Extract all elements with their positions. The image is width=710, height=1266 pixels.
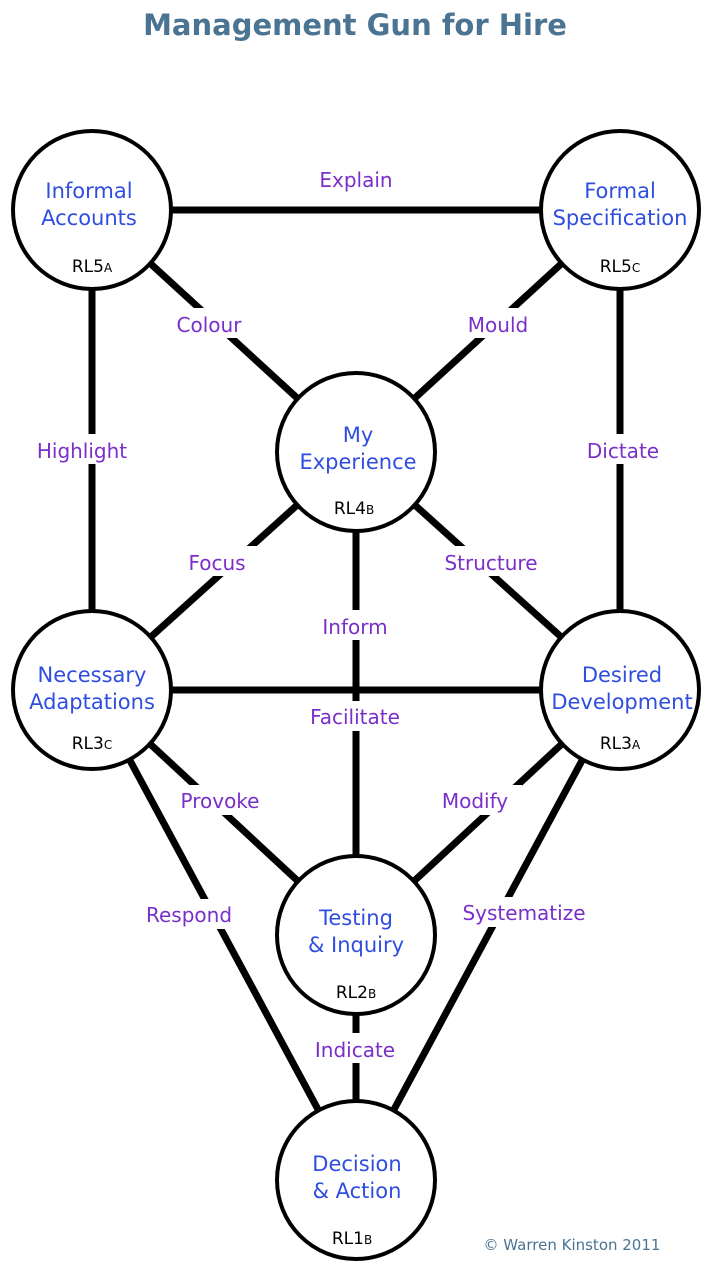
node-line1: Testing	[318, 906, 393, 930]
label-bg-colour	[165, 308, 255, 338]
label-modify: Modify	[442, 789, 508, 813]
node-line1: Decision	[312, 1152, 401, 1176]
node-circle	[539, 609, 701, 771]
node-line2: & Action	[313, 1179, 402, 1203]
node-line2: Experience	[299, 450, 416, 474]
edge-respond	[88, 688, 360, 1182]
label-bg-systematize	[452, 897, 596, 927]
node-circle	[11, 129, 173, 291]
node-line2: Development	[551, 690, 692, 714]
node-circle	[11, 609, 173, 771]
node-desired-development: Desired Development RL3A	[539, 609, 701, 771]
node-testing-inquiry: Testing & Inquiry RL2B	[275, 854, 437, 1016]
label-facilitate: Facilitate	[310, 705, 400, 729]
node-code: RL2B	[336, 983, 376, 1003]
label-mould: Mould	[468, 313, 528, 337]
node-line2: Specification	[553, 206, 688, 230]
node-code: RL3A	[600, 734, 641, 754]
node-circle	[275, 854, 437, 1016]
label-bg-highlight	[24, 434, 140, 464]
edge-systematize	[352, 688, 624, 1182]
node-line1: Formal	[584, 179, 656, 203]
label-bg-mould	[455, 308, 545, 338]
label-bg-dictate	[578, 434, 668, 464]
node-line1: Desired	[582, 663, 662, 687]
node-formal-specification: Formal Specification RL5C	[539, 129, 701, 291]
edge-labels: Explain Colour Mould Highlight Dictate F…	[24, 162, 668, 1063]
label-bg-indicate	[306, 1033, 406, 1063]
label-inform: Inform	[322, 615, 387, 639]
label-indicate: Indicate	[315, 1038, 395, 1062]
node-line2: Adaptations	[29, 690, 155, 714]
label-respond: Respond	[146, 903, 232, 927]
label-dictate: Dictate	[587, 439, 659, 463]
node-line2: & Inquiry	[308, 933, 404, 957]
node-circle	[275, 1099, 437, 1261]
label-bg-facilitate	[298, 701, 414, 731]
label-bg-focus	[178, 546, 258, 576]
label-explain: Explain	[319, 168, 392, 192]
label-bg-respond	[134, 899, 246, 929]
label-provoke: Provoke	[181, 789, 260, 813]
label-bg-modify	[428, 785, 522, 815]
copyright-notice: © Warren Kinston 2011	[484, 1236, 661, 1254]
node-code: RL4B	[334, 499, 374, 519]
diagram-title: Management Gun for Hire	[143, 8, 567, 42]
node-line1: Necessary	[38, 663, 147, 687]
label-bg-structure	[432, 546, 550, 576]
node-line1: Informal	[45, 179, 132, 203]
node-code: RL1B	[332, 1229, 372, 1249]
label-bg-provoke	[168, 785, 272, 815]
node-code: RL5C	[600, 257, 641, 277]
node-circle	[539, 129, 701, 291]
node-decision-action: Decision & Action RL1B	[275, 1099, 437, 1261]
node-line2: Accounts	[41, 206, 137, 230]
node-code: RL5A	[72, 257, 113, 277]
label-bg-explain	[305, 162, 407, 192]
node-circle	[275, 371, 437, 533]
node-informal-accounts: Informal Accounts RL5A	[11, 129, 173, 291]
node-code: RL3C	[72, 734, 113, 754]
node-line1: My	[343, 423, 374, 447]
label-colour: Colour	[177, 313, 243, 337]
label-highlight: Highlight	[37, 439, 127, 463]
label-structure: Structure	[444, 551, 537, 575]
label-systematize: Systematize	[462, 901, 585, 925]
node-my-experience: My Experience RL4B	[275, 371, 437, 533]
node-necessary-adaptations: Necessary Adaptations RL3C	[11, 609, 173, 771]
label-bg-inform	[312, 610, 398, 640]
label-focus: Focus	[188, 551, 245, 575]
